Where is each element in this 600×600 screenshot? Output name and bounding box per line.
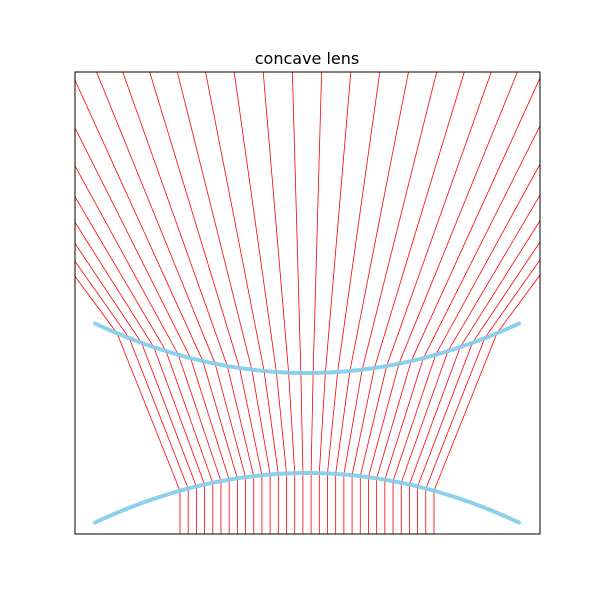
ray-30 <box>417 241 540 534</box>
upper-lens-surface <box>93 321 521 375</box>
ray-19 <box>327 72 381 534</box>
ray-20 <box>335 72 409 534</box>
ray-28 <box>400 194 540 534</box>
ray-10 <box>122 72 255 534</box>
ray-14 <box>233 72 287 534</box>
ray-5 <box>75 196 214 534</box>
ray-8 <box>75 79 238 534</box>
figure-title: concave lens <box>255 49 360 68</box>
ray-3 <box>75 242 197 534</box>
ray-18 <box>318 72 352 534</box>
ray-15 <box>262 72 296 534</box>
ray-24 <box>368 72 518 534</box>
ray-17 <box>310 72 323 534</box>
ray-13 <box>205 72 279 534</box>
ray-25 <box>376 77 540 534</box>
ray-11 <box>149 72 263 534</box>
ray-12 <box>176 72 271 534</box>
ray-29 <box>409 219 540 534</box>
lens-group <box>93 321 521 525</box>
ray-9 <box>96 72 246 534</box>
plot-area <box>75 72 540 534</box>
lower-lens-surface <box>93 471 521 525</box>
ray-group <box>75 72 540 534</box>
ray-21 <box>343 72 438 534</box>
ray-1 <box>75 275 181 534</box>
ray-7 <box>75 127 230 534</box>
ray-16 <box>291 72 304 534</box>
ray-31 <box>425 259 540 534</box>
ray-2 <box>75 260 189 534</box>
ray-4 <box>75 221 205 534</box>
plot-frame <box>74 71 541 535</box>
ray-26 <box>384 125 540 534</box>
ray-32 <box>433 274 540 534</box>
ray-22 <box>351 72 465 534</box>
ray-6 <box>75 165 222 534</box>
ray-27 <box>392 163 540 534</box>
ray-23 <box>359 72 492 534</box>
